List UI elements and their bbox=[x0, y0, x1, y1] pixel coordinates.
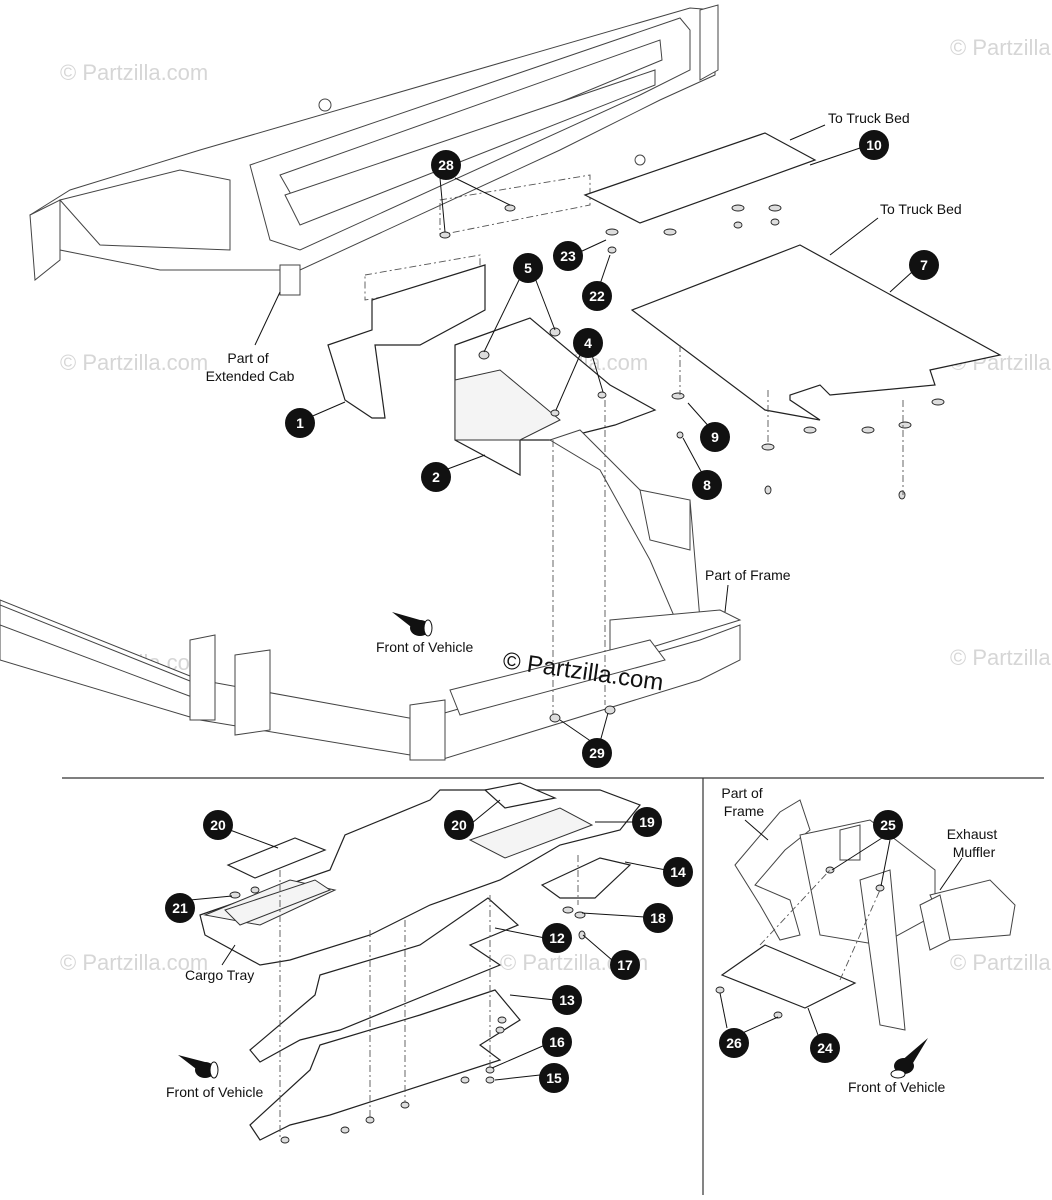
svg-text:13: 13 bbox=[559, 992, 575, 1008]
callout: 16 bbox=[542, 1027, 572, 1057]
callout: 10 bbox=[859, 130, 889, 160]
label-exhaust-muffler: Muffler bbox=[953, 844, 996, 860]
svg-text:17: 17 bbox=[617, 957, 633, 973]
hardware bbox=[229, 886, 586, 1144]
callout: 14 bbox=[663, 857, 693, 887]
svg-text:10: 10 bbox=[866, 137, 882, 153]
callout: 20 bbox=[203, 810, 233, 840]
callout: 24 bbox=[810, 1033, 840, 1063]
callout: 15 bbox=[539, 1063, 569, 1093]
label-front-of-vehicle: Front of Vehicle bbox=[376, 639, 473, 655]
svg-text:24: 24 bbox=[817, 1040, 833, 1056]
svg-text:7: 7 bbox=[920, 257, 928, 273]
svg-text:23: 23 bbox=[560, 248, 576, 264]
svg-text:29: 29 bbox=[589, 745, 605, 761]
svg-text:2: 2 bbox=[432, 469, 440, 485]
watermark: © Partzilla.com bbox=[950, 950, 1052, 975]
svg-text:21: 21 bbox=[172, 900, 188, 916]
svg-text:18: 18 bbox=[650, 910, 666, 926]
watermark: © Partzilla.com bbox=[60, 950, 208, 975]
part-12-plate bbox=[249, 897, 520, 1063]
label-exhaust-muffler: Exhaust bbox=[947, 826, 998, 842]
svg-text:22: 22 bbox=[589, 288, 605, 304]
svg-text:12: 12 bbox=[549, 930, 565, 946]
label-front-of-vehicle: Front of Vehicle bbox=[166, 1084, 263, 1100]
callout: 18 bbox=[643, 903, 673, 933]
svg-text:5: 5 bbox=[524, 260, 532, 276]
svg-text:14: 14 bbox=[670, 864, 686, 880]
label-to-truck-bed: To Truck Bed bbox=[880, 201, 962, 217]
label-part-of-frame: Part of Frame bbox=[705, 567, 791, 583]
svg-text:4: 4 bbox=[584, 335, 592, 351]
svg-text:15: 15 bbox=[546, 1070, 562, 1086]
leaders-bottom-right bbox=[719, 819, 963, 1036]
callout: 17 bbox=[610, 950, 640, 980]
part-24-heat-shield bbox=[720, 944, 857, 1009]
part-14-plate bbox=[540, 857, 632, 899]
part-1-bracket bbox=[327, 264, 486, 419]
callout: 21 bbox=[165, 893, 195, 923]
svg-text:20: 20 bbox=[451, 817, 467, 833]
part-13-plate bbox=[249, 989, 521, 1141]
callout: 7 bbox=[909, 250, 939, 280]
extended-cab bbox=[29, 4, 719, 296]
label-part-of-frame: Frame bbox=[724, 803, 765, 819]
front-arrow-icon bbox=[890, 1038, 928, 1079]
label-part-of-frame: Part of bbox=[721, 785, 762, 801]
label-part-of-extended-cab: Extended Cab bbox=[206, 368, 295, 384]
callout: 13 bbox=[552, 985, 582, 1015]
callout: 29 bbox=[582, 738, 612, 768]
svg-text:26: 26 bbox=[726, 1035, 742, 1051]
watermark: © Partzilla.com bbox=[60, 350, 208, 375]
label-front-of-vehicle: Front of Vehicle bbox=[848, 1079, 945, 1095]
callout: 23 bbox=[553, 241, 583, 271]
callout: 1 bbox=[285, 408, 315, 438]
callout: 28 bbox=[431, 150, 461, 180]
svg-text:19: 19 bbox=[639, 814, 655, 830]
part-10-plate bbox=[583, 132, 817, 224]
part-20-lid bbox=[226, 837, 327, 879]
watermark: © Partzilla.com bbox=[950, 35, 1052, 60]
front-arrow-icon bbox=[392, 612, 433, 637]
front-arrow-icon bbox=[178, 1055, 219, 1079]
part-7-plate bbox=[630, 244, 1002, 421]
callout: 9 bbox=[700, 422, 730, 452]
hardware bbox=[439, 204, 945, 723]
callout: 26 bbox=[719, 1028, 749, 1058]
callout: 22 bbox=[582, 281, 612, 311]
label-to-truck-bed: To Truck Bed bbox=[828, 110, 910, 126]
watermark: © Partzilla.com bbox=[60, 60, 208, 85]
callout: 5 bbox=[513, 253, 543, 283]
callout: 25 bbox=[873, 810, 903, 840]
callout: 4 bbox=[573, 328, 603, 358]
leaders-bottom-left bbox=[189, 799, 667, 1081]
svg-text:16: 16 bbox=[549, 1034, 565, 1050]
callout: 2 bbox=[421, 462, 451, 492]
callout: 12 bbox=[542, 923, 572, 953]
callout: 19 bbox=[632, 807, 662, 837]
svg-text:25: 25 bbox=[880, 817, 896, 833]
watermark: © Partzilla.com bbox=[950, 645, 1052, 670]
callout: 8 bbox=[692, 470, 722, 500]
svg-text:1: 1 bbox=[296, 415, 304, 431]
svg-text:8: 8 bbox=[703, 477, 711, 493]
label-part-of-extended-cab: Part of bbox=[227, 350, 268, 366]
callout: 20 bbox=[444, 810, 474, 840]
svg-text:9: 9 bbox=[711, 429, 719, 445]
svg-text:20: 20 bbox=[210, 817, 226, 833]
svg-text:28: 28 bbox=[438, 157, 454, 173]
vehicle-frame bbox=[0, 429, 742, 761]
label-cargo-tray: Cargo Tray bbox=[185, 967, 254, 983]
